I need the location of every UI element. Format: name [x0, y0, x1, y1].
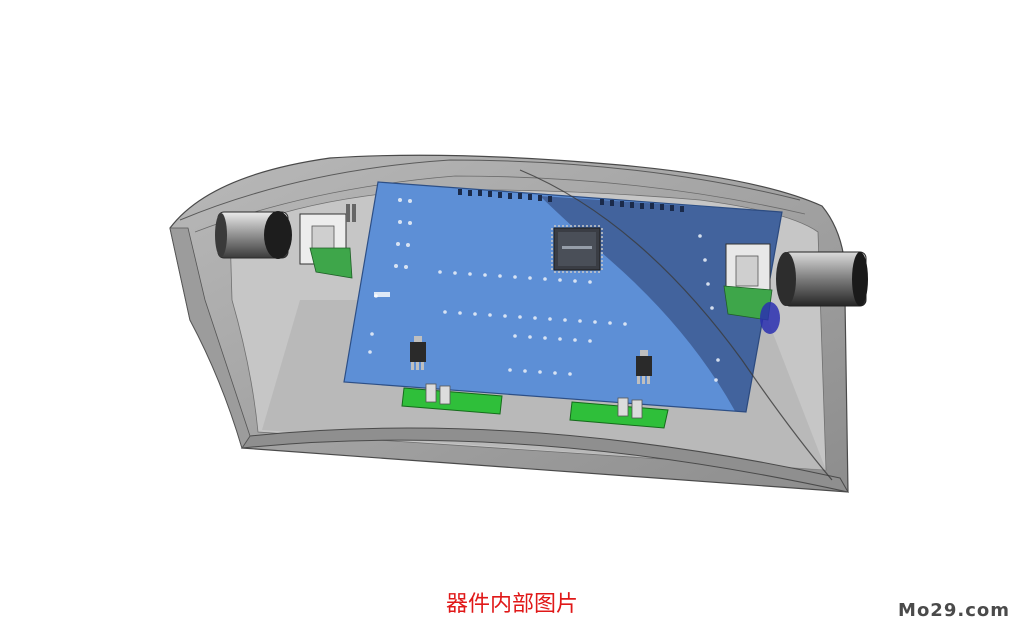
front-cover-edge [519, 169, 833, 481]
green-connector-left [401, 383, 503, 415]
regulator-left [410, 336, 426, 370]
caption-text: 器件内部图片 [445, 592, 578, 617]
green-connector-right [569, 397, 669, 429]
right-knob [776, 251, 868, 307]
regulator-right [636, 350, 652, 384]
left-encoder [299, 204, 356, 279]
ic-chip [551, 225, 603, 273]
right-encoder [723, 243, 780, 334]
watermark-text: Mo29.com [898, 600, 1010, 621]
left-knob [215, 211, 292, 259]
pcb-board [343, 181, 783, 413]
